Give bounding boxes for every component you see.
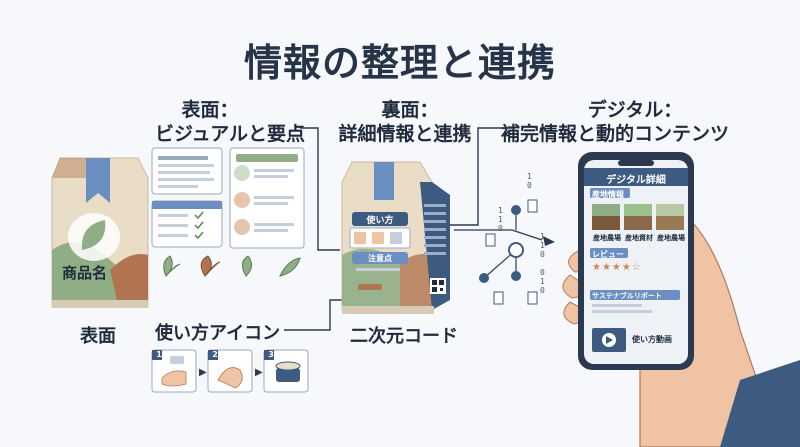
page-title: 情報の整理と連携: [243, 41, 556, 85]
icon-caption-connector: [284, 299, 350, 331]
photo-caption-1: 産地農場: [593, 234, 621, 242]
step-number-3: 3: [268, 350, 274, 359]
phone: [578, 152, 694, 370]
front-heading: 表面：: [150, 98, 270, 122]
svg-text:▶: ▶: [199, 367, 207, 378]
rating-stars: ★★★★☆: [592, 262, 642, 273]
front-to-back-connector: [300, 127, 340, 251]
back-heading: 裏面：: [381, 99, 439, 121]
plant-icons-row: [163, 255, 301, 277]
product-name-label: 商品名: [62, 264, 108, 282]
front-caption: 表面: [80, 326, 116, 347]
digital-heading: デジタル：: [587, 99, 683, 121]
front-info-cards: [151, 147, 305, 249]
back-usage-label: 使い方: [366, 216, 394, 226]
front-heading-sub: ビジュアルと要点: [154, 123, 306, 145]
digital-heading-sub: 補完情報と動的コンテンツ: [500, 123, 729, 145]
binary-right-top: 1 1 0: [540, 232, 545, 259]
binary-right-bottom: 0 1 0: [540, 268, 545, 295]
phone-header-title: デジタル詳細: [606, 175, 666, 186]
step-number-2: 2: [212, 350, 218, 359]
binary-left: 1 1 0: [498, 206, 503, 233]
svg-text:▶: ▶: [255, 367, 263, 378]
photo-caption-3: 産地農場: [657, 234, 685, 242]
binary-top: 1 0: [527, 172, 532, 190]
front-heading-line1: 表面：: [181, 99, 239, 121]
back-heading-sub: 詳細情報と連携: [338, 123, 472, 145]
data-network: [454, 199, 555, 305]
back-notes-label: 注意点: [368, 254, 392, 263]
usage-icons-caption: 使い方アイコン: [155, 323, 281, 344]
usage-video-label[interactable]: 使い方動画: [632, 335, 672, 344]
origin-info-button[interactable]: 産地情報: [592, 190, 624, 199]
front-bag: [51, 157, 149, 308]
back-to-digital-connector: [440, 127, 512, 226]
back-bag: [341, 161, 450, 314]
usage-steps: ▶ ▶: [151, 349, 309, 393]
step-number-1: 1: [156, 350, 162, 359]
sustainability-report-button[interactable]: サステナブルリポート: [592, 292, 662, 300]
qr-code-caption: 二次元コード: [350, 326, 458, 347]
review-button[interactable]: レビュー: [592, 250, 624, 259]
photo-caption-2: 産地資材: [625, 234, 653, 242]
